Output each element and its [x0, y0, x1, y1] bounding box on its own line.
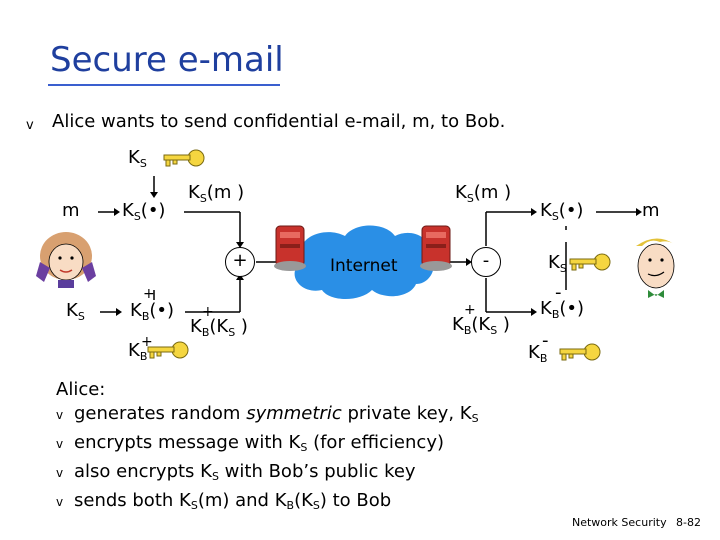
kb-ks-right-sup: + — [464, 302, 476, 318]
router-right — [420, 225, 452, 271]
minus-operator: - — [471, 247, 501, 277]
notes-heading: Alice: — [56, 379, 106, 400]
ks-right-label: KS — [548, 252, 567, 275]
key-icon-kb-priv — [559, 343, 601, 361]
plus-operator: + — [225, 247, 255, 277]
internet-cloud — [290, 225, 434, 299]
ks-decrypt-box: KS(•) — [540, 200, 584, 223]
ks-top-label: KS — [128, 147, 147, 170]
kb-priv-key-label: KB — [528, 342, 548, 365]
m-left-label: m — [62, 200, 80, 221]
kb-pub-encrypt-sup: + — [143, 286, 155, 302]
title-underline — [48, 84, 280, 86]
footer-course: Network Security — [572, 516, 667, 529]
bullet-text: Alice wants to send confidential e-mail,… — [52, 111, 506, 132]
bullet-icon: v — [26, 118, 34, 133]
page-title: Secure e-mail — [50, 40, 284, 80]
m-right-label: m — [642, 200, 660, 221]
key-icon-top — [163, 149, 205, 167]
kb-priv-decrypt-sup: - — [555, 282, 562, 303]
kb-priv-decrypt-box: KB(•) — [540, 298, 585, 321]
kb-pub-key-sup: + — [141, 334, 153, 350]
ks-m-right-label: KS(m ) — [455, 182, 512, 205]
kb-ks-left-label: KB(KS ) — [190, 316, 248, 339]
router-left — [274, 225, 306, 271]
alice-icon — [36, 232, 96, 288]
ks-encrypt-box: KS(•) — [122, 200, 166, 223]
arrowheads — [114, 192, 642, 316]
kb-priv-key-sup: - — [542, 330, 549, 351]
kb-ks-right-label: KB(KS ) — [452, 314, 510, 337]
bob-icon — [636, 238, 675, 298]
internet-label: Internet — [330, 256, 398, 276]
ks-left-label: KS — [66, 300, 85, 323]
footer-page-number: 8-82 — [676, 516, 701, 529]
kb-pub-key-label: KB — [128, 340, 148, 363]
key-icon-right — [569, 253, 611, 271]
ks-m-left-label: KS(m ) — [188, 182, 245, 205]
kb-pub-encrypt-box: KB(•) — [130, 300, 175, 323]
kb-ks-left-sup: + — [202, 304, 214, 320]
key-icon-kb-pub — [147, 341, 189, 359]
